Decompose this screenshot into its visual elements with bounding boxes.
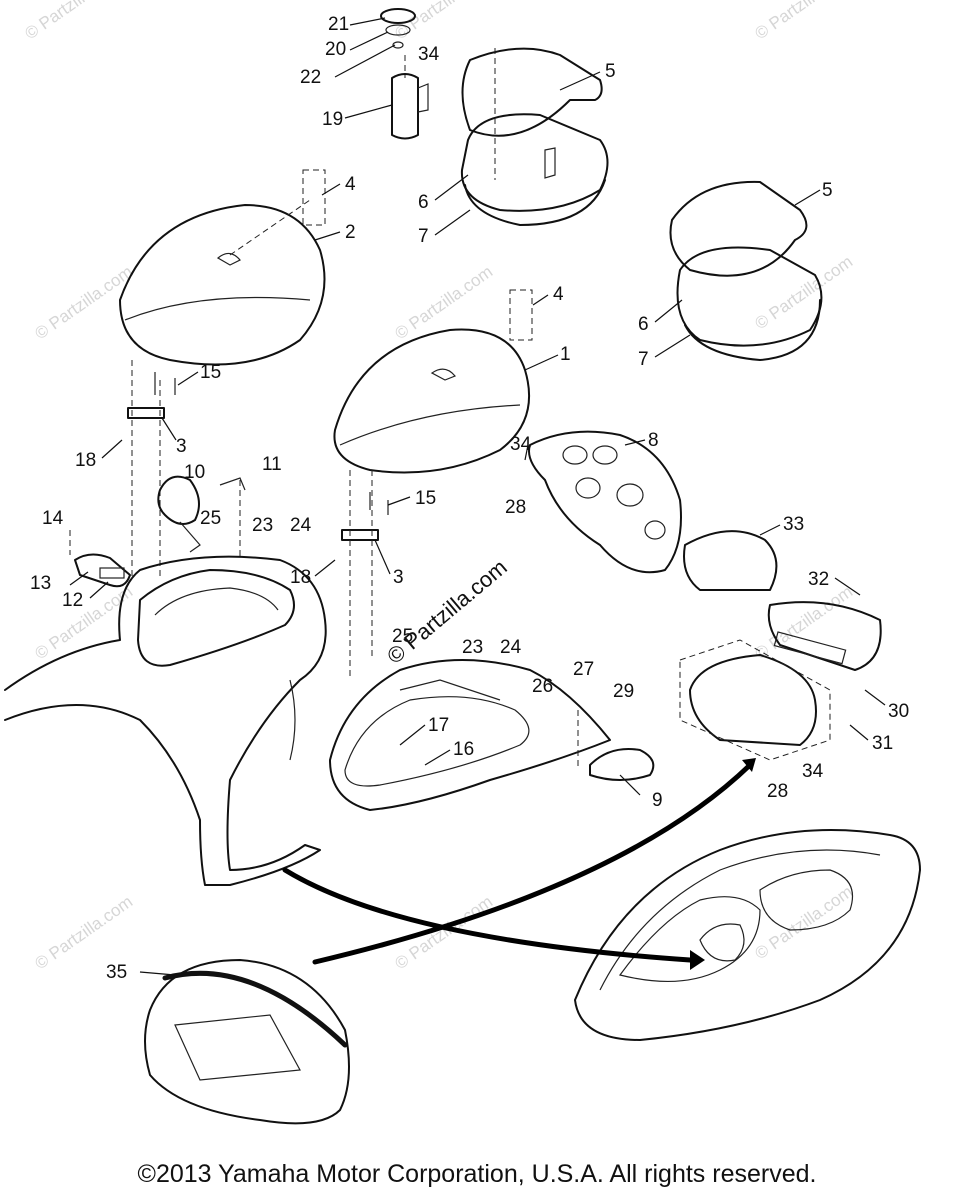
callout-8: 8: [648, 430, 659, 451]
callout-10: 10: [184, 462, 205, 483]
callout-6: 6: [638, 314, 649, 335]
watermark-text: © Partzilla.com: [751, 582, 856, 663]
callout-3: 3: [176, 436, 187, 457]
leader-lines: [69, 17, 886, 976]
callout-14: 14: [42, 508, 64, 529]
callout-28: 28: [505, 497, 526, 518]
callout-24: 24: [500, 637, 522, 658]
watermark-text: © Partzilla.com: [751, 252, 856, 333]
callout-23: 23: [252, 515, 273, 536]
callout-25: 25: [392, 626, 413, 647]
watermark-text: © Partzilla.com: [21, 0, 126, 43]
mirror-left: [157, 475, 246, 560]
callout-16: 16: [453, 739, 474, 760]
seat-center: [333, 289, 533, 474]
callout-18: 18: [290, 567, 311, 588]
callout-4: 4: [553, 284, 564, 305]
vent-assembly: [380, 8, 429, 140]
callout-18: 18: [75, 450, 96, 471]
callout-5: 5: [605, 61, 616, 82]
callout-7: 7: [638, 349, 649, 370]
direction-arrows: [282, 758, 756, 970]
mirror-right: [577, 710, 655, 781]
callout-29: 29: [613, 681, 634, 702]
deck-left: [4, 555, 327, 886]
cushion: [144, 959, 350, 1125]
watermarks: © Partzilla.com © Partzilla.com © Partzi…: [21, 0, 856, 973]
callout-4: 4: [345, 174, 356, 195]
callout-34: 34: [510, 434, 532, 455]
callout-13: 13: [30, 573, 51, 594]
callout-34: 34: [418, 44, 440, 65]
boat-illustration: [574, 829, 921, 1041]
copyright-notice: ©2013 Yamaha Motor Corporation, U.S.A. A…: [137, 1160, 817, 1188]
callout-22: 22: [300, 67, 321, 88]
callout-25: 25: [200, 508, 221, 529]
seat-left: [119, 169, 326, 366]
callout-15: 15: [415, 488, 436, 509]
callout-23: 23: [462, 637, 483, 658]
gasket-oval: [683, 530, 778, 591]
callout-31: 31: [872, 733, 893, 754]
glove-box: [679, 601, 882, 761]
hinges: [127, 360, 389, 680]
callout-33: 33: [783, 514, 804, 535]
watermark-text: © Partzilla.com: [751, 0, 856, 43]
callout-6: 6: [418, 192, 429, 213]
callout-21: 21: [328, 14, 349, 35]
storage-bin-upper: [460, 47, 609, 226]
callout-12: 12: [62, 590, 83, 611]
callout-30: 30: [888, 701, 909, 722]
callout-28: 28: [767, 781, 788, 802]
callout-24: 24: [290, 515, 312, 536]
watermark-text: © Partzilla.com: [31, 582, 136, 663]
callout-26: 26: [532, 676, 553, 697]
callout-7: 7: [418, 226, 429, 247]
callout-9: 9: [652, 790, 663, 811]
callout-32: 32: [808, 569, 829, 590]
callouts: 21 20 34 22 19 5 6 7 4 2 5 4 6 7 1 15 3 …: [30, 14, 909, 983]
callout-2: 2: [345, 222, 356, 243]
callout-1: 1: [560, 344, 571, 365]
latch-left: [69, 530, 131, 588]
gauge-panel: [528, 430, 682, 574]
callout-5: 5: [822, 180, 833, 201]
callout-19: 19: [322, 109, 343, 130]
callout-34: 34: [802, 761, 824, 782]
callout-35: 35: [106, 962, 127, 983]
callout-20: 20: [325, 39, 346, 60]
watermark-text: © Partzilla.com: [751, 882, 856, 963]
callout-17: 17: [428, 715, 449, 736]
callout-11: 11: [262, 454, 282, 475]
callout-3: 3: [393, 567, 404, 588]
storage-bin-right: [669, 180, 823, 361]
callout-27: 27: [573, 659, 594, 680]
deck-center: [329, 659, 611, 811]
callout-15: 15: [200, 362, 221, 383]
